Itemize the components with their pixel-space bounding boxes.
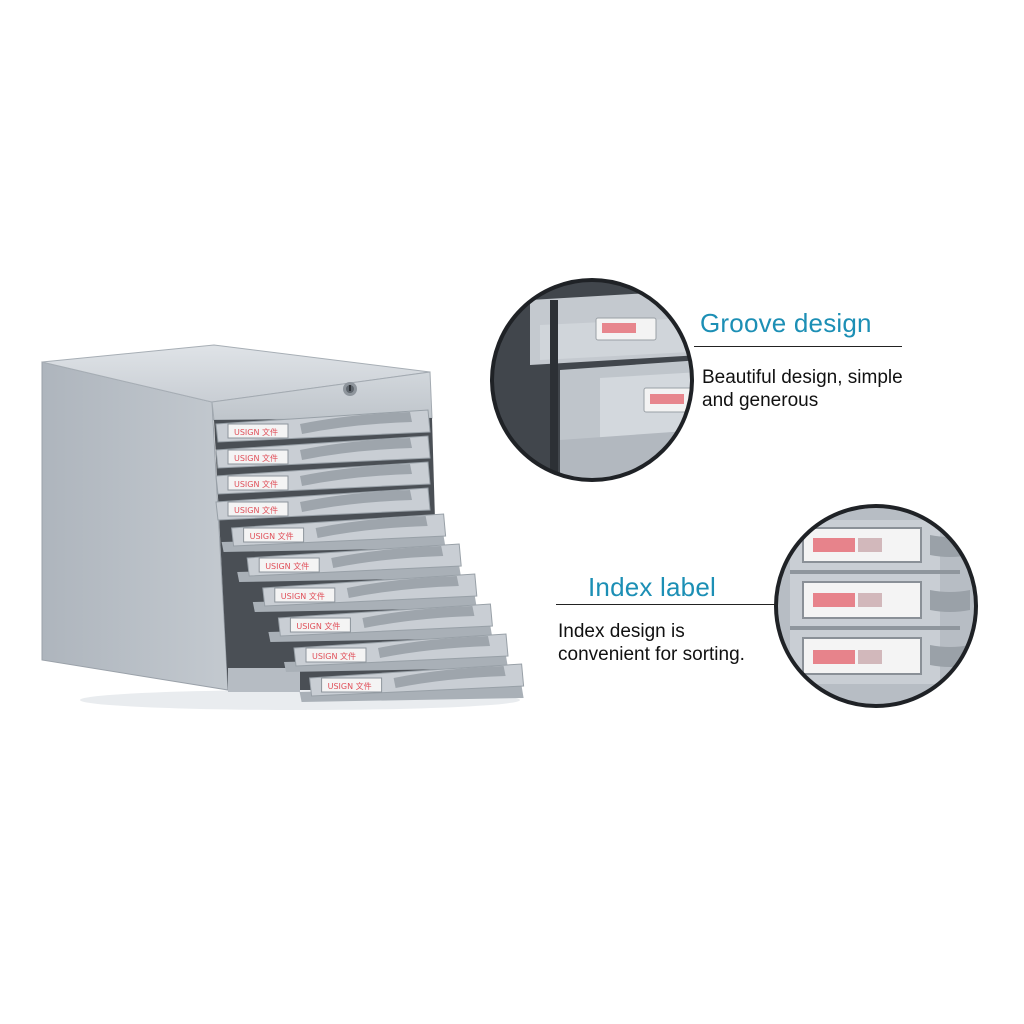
drawer-index-label [289, 617, 351, 633]
index-label-line-2: convenient for sorting. [558, 644, 745, 665]
lock-icon [343, 382, 357, 396]
groove-design-rule [694, 346, 902, 347]
drawer-label-text: USIGN 文件 [234, 505, 278, 515]
index-label-zoom-circle [774, 504, 978, 708]
drawer-label-text: USIGN 文件 [234, 453, 278, 463]
groove-design-line-1: Beautiful design, simple [702, 367, 903, 388]
groove-design-title: Groove design [700, 308, 872, 338]
drawer[interactable]: USIGN 文件 [215, 461, 431, 495]
drawer-tray [268, 626, 493, 642]
groove-zoom-circle [490, 278, 694, 482]
drawer-handle[interactable] [362, 606, 475, 628]
drawer-tray [221, 536, 446, 552]
drawer-label-text: USIGN 文件 [281, 591, 325, 601]
drawer-label-text: USIGN 文件 [296, 621, 340, 631]
drawer-tray [299, 686, 524, 702]
drawer-handle[interactable] [300, 464, 412, 486]
drawer[interactable]: USIGN 文件 [284, 633, 509, 672]
drawer-index-label [227, 475, 289, 491]
drawer[interactable]: USIGN 文件 [237, 543, 462, 582]
drawer[interactable]: USIGN 文件 [215, 435, 431, 469]
drawer[interactable]: USIGN 文件 [299, 663, 525, 702]
drawer-index-label [227, 423, 289, 439]
groove-design-description: Beautiful design, simple and generous [702, 366, 903, 412]
drawer[interactable]: USIGN 文件 [252, 573, 478, 612]
drawer-handle[interactable] [300, 490, 412, 512]
drawer-tray [284, 656, 508, 672]
index-label-rule [556, 604, 778, 605]
drawer-index-label [227, 449, 289, 465]
drawer-label-text: USIGN 文件 [312, 651, 356, 661]
drawer-handle[interactable] [393, 666, 506, 688]
groove-design-line-2: and generous [702, 390, 819, 411]
drawer-index-label [321, 677, 383, 693]
drawer[interactable]: USIGN 文件 [268, 603, 493, 642]
drawer-label-text: USIGN 文件 [265, 561, 309, 571]
file-cabinet: USIGN 文件 USIGN 文件 USIGN 文件 USIGN 文件 USIGN 文件… [41, 344, 525, 710]
drawer-handle[interactable] [315, 516, 428, 538]
index-label-description: Index design is convenient for sorting. [558, 620, 745, 666]
drawer-handle[interactable] [300, 412, 412, 434]
drawer-index-label [274, 587, 336, 603]
drawer-handle[interactable] [346, 576, 459, 598]
drawers-group: USIGN 文件 USIGN 文件 USIGN 文件 USIGN 文件 USIGN 文件… [215, 409, 525, 702]
drawer-label-text: USIGN 文件 [234, 427, 278, 437]
drawer[interactable]: USIGN 文件 [215, 409, 431, 443]
drawer-handle[interactable] [300, 438, 412, 460]
drawer-handle[interactable] [331, 546, 444, 568]
drawer-label-text: USIGN 文件 [250, 531, 294, 541]
drawer-index-label [258, 557, 320, 573]
drawer[interactable]: USIGN 文件 [215, 487, 431, 521]
cabinet-base [228, 668, 300, 692]
drawer-label-text: USIGN 文件 [328, 681, 372, 691]
index-label-title: Index label [588, 572, 716, 602]
drawer-handle[interactable] [378, 636, 490, 658]
drawer-label-text: USIGN 文件 [234, 479, 278, 489]
drawer[interactable]: USIGN 文件 [221, 513, 447, 552]
drawer-tray [237, 566, 462, 582]
drawer-index-label [305, 647, 367, 663]
drawer-index-label [243, 527, 305, 543]
index-label-line-1: Index design is [558, 621, 685, 642]
drawer-tray [252, 596, 477, 612]
cabinet-side-panel [41, 361, 229, 691]
drawer-index-label [227, 501, 289, 517]
